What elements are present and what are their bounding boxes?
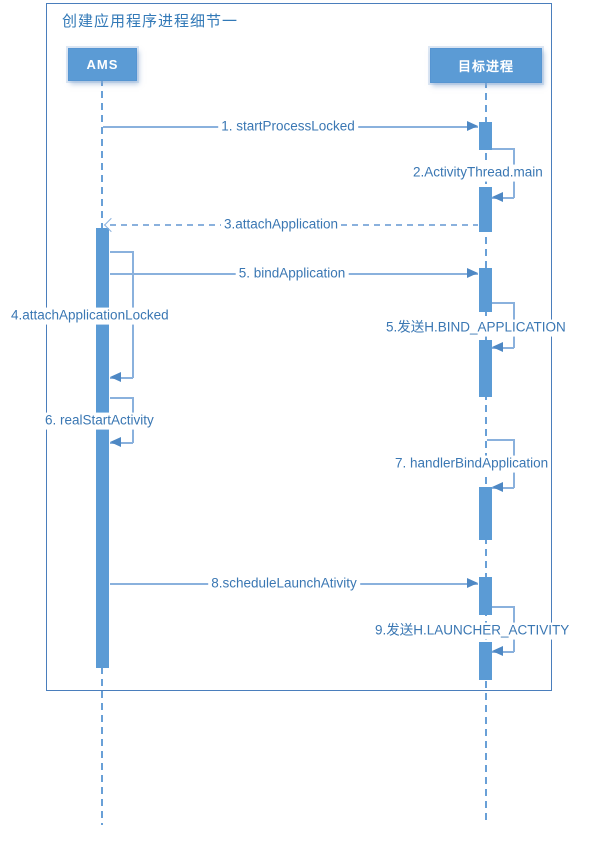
self-message-back — [492, 347, 514, 349]
self-message-back — [110, 377, 133, 379]
message-label: 1. startProcessLocked — [218, 118, 358, 136]
activation-bar-target-4 — [479, 340, 492, 397]
message-label: 9.发送H.LAUNCHER_ACTIVITY — [372, 622, 573, 640]
arrowhead-right — [467, 121, 478, 131]
arrowhead-left — [110, 437, 121, 447]
self-message-out — [492, 606, 514, 608]
actor-target-process: 目标进程 — [430, 48, 542, 83]
activation-bar-target-7 — [479, 642, 492, 680]
self-message-back — [492, 197, 514, 199]
self-message-out — [110, 397, 133, 399]
activation-bar-target-2 — [479, 187, 492, 232]
self-message-back — [492, 651, 514, 653]
activation-bar-ams-main — [96, 228, 109, 668]
actor-ams: AMS — [68, 48, 137, 81]
self-message-back — [492, 487, 514, 489]
activation-bar-target-5 — [479, 487, 492, 540]
message-label: 5.发送H.BIND_APPLICATION — [383, 319, 569, 337]
lifeline-target-process — [485, 81, 487, 825]
message-label: 8.scheduleLaunchAtivity — [208, 575, 360, 593]
activation-bar-target-3 — [479, 268, 492, 312]
arrowhead-left — [110, 372, 121, 382]
diagram-frame — [46, 3, 552, 691]
activation-bar-target-1 — [479, 122, 492, 150]
message-label: 3.attachApplication — [220, 216, 342, 234]
self-message-out — [492, 148, 514, 150]
arrowhead-right — [467, 578, 478, 588]
arrowhead-left — [492, 342, 503, 352]
message-label: 4.attachApplicationLocked — [8, 307, 172, 325]
self-message-out — [487, 439, 514, 441]
self-message-out — [110, 251, 133, 253]
self-message-back — [110, 442, 133, 444]
message-label: 7. handlerBindApplication — [392, 455, 552, 473]
diagram-title: 创建应用程序进程细节一 — [62, 13, 239, 30]
self-message-out — [492, 302, 514, 304]
arrowhead-left — [492, 646, 503, 656]
arrowhead-left — [492, 482, 503, 492]
arrowhead-left — [492, 192, 503, 202]
arrowhead-right — [467, 268, 478, 278]
activation-bar-target-6 — [479, 577, 492, 615]
message-label: 6. realStartActivity — [42, 412, 157, 430]
message-label: 5. bindApplication — [235, 265, 349, 283]
message-label: 2.ActivityThread.main — [410, 164, 546, 182]
